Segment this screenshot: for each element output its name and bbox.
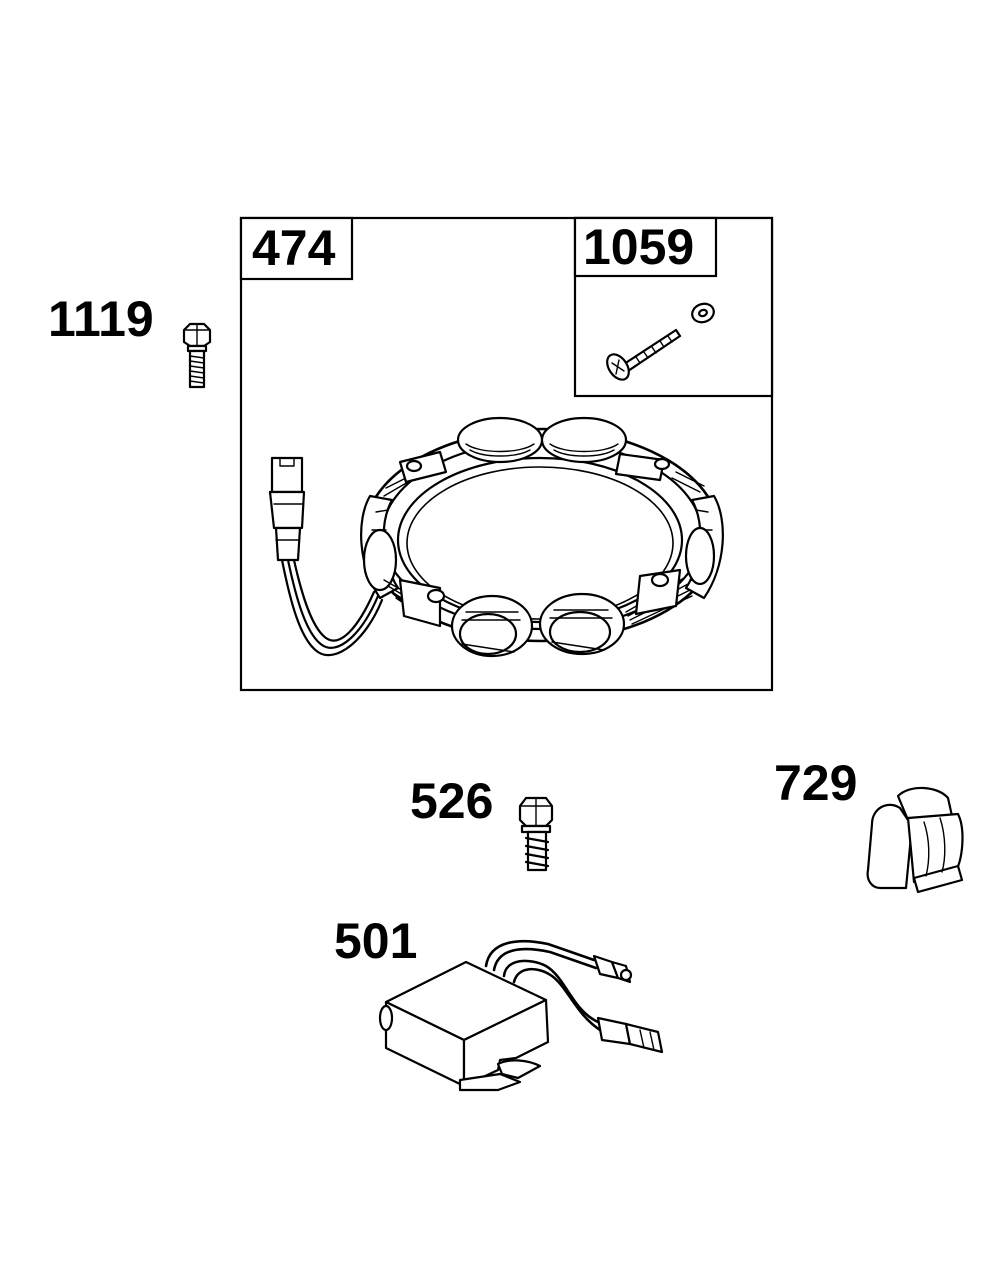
bolt-526-drawing [518,796,554,872]
callout-1119: 1119 [48,291,154,347]
callout-729: 729 [774,755,857,811]
screw-1059-drawing [606,328,682,381]
stator-474-drawing [268,416,724,658]
stator-474-box: 474 [239,216,774,692]
box-label-474: 474 [252,220,336,276]
box-label-1059: 1059 [583,219,694,275]
regulator-501-drawing [378,939,664,1092]
callout-501: 501 [334,913,417,969]
screw-kit-1059-box: 1059 [573,216,774,398]
bolt-1119-drawing [182,322,212,389]
clip-729-drawing [866,786,964,894]
callout-526: 526 [410,773,493,829]
